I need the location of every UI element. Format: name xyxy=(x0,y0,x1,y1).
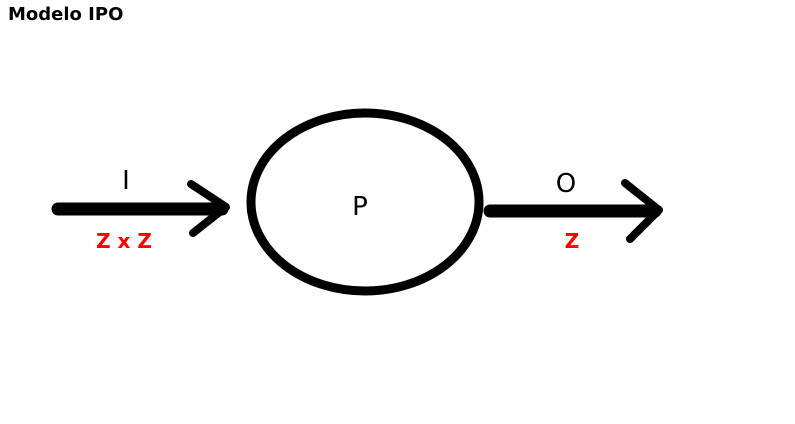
input-sublabel: Z x Z xyxy=(96,229,152,253)
output-arrow xyxy=(483,179,663,243)
input-arrow xyxy=(51,180,230,237)
process-ellipse xyxy=(246,108,484,296)
output-arrow-head xyxy=(621,179,663,243)
page-title: Modelo IPO xyxy=(8,4,124,25)
input-label: I xyxy=(122,166,130,196)
input-arrow-head xyxy=(187,180,230,237)
output-sublabel: Z xyxy=(565,229,580,253)
process-label: P xyxy=(352,192,368,222)
output-label: O xyxy=(556,169,576,199)
